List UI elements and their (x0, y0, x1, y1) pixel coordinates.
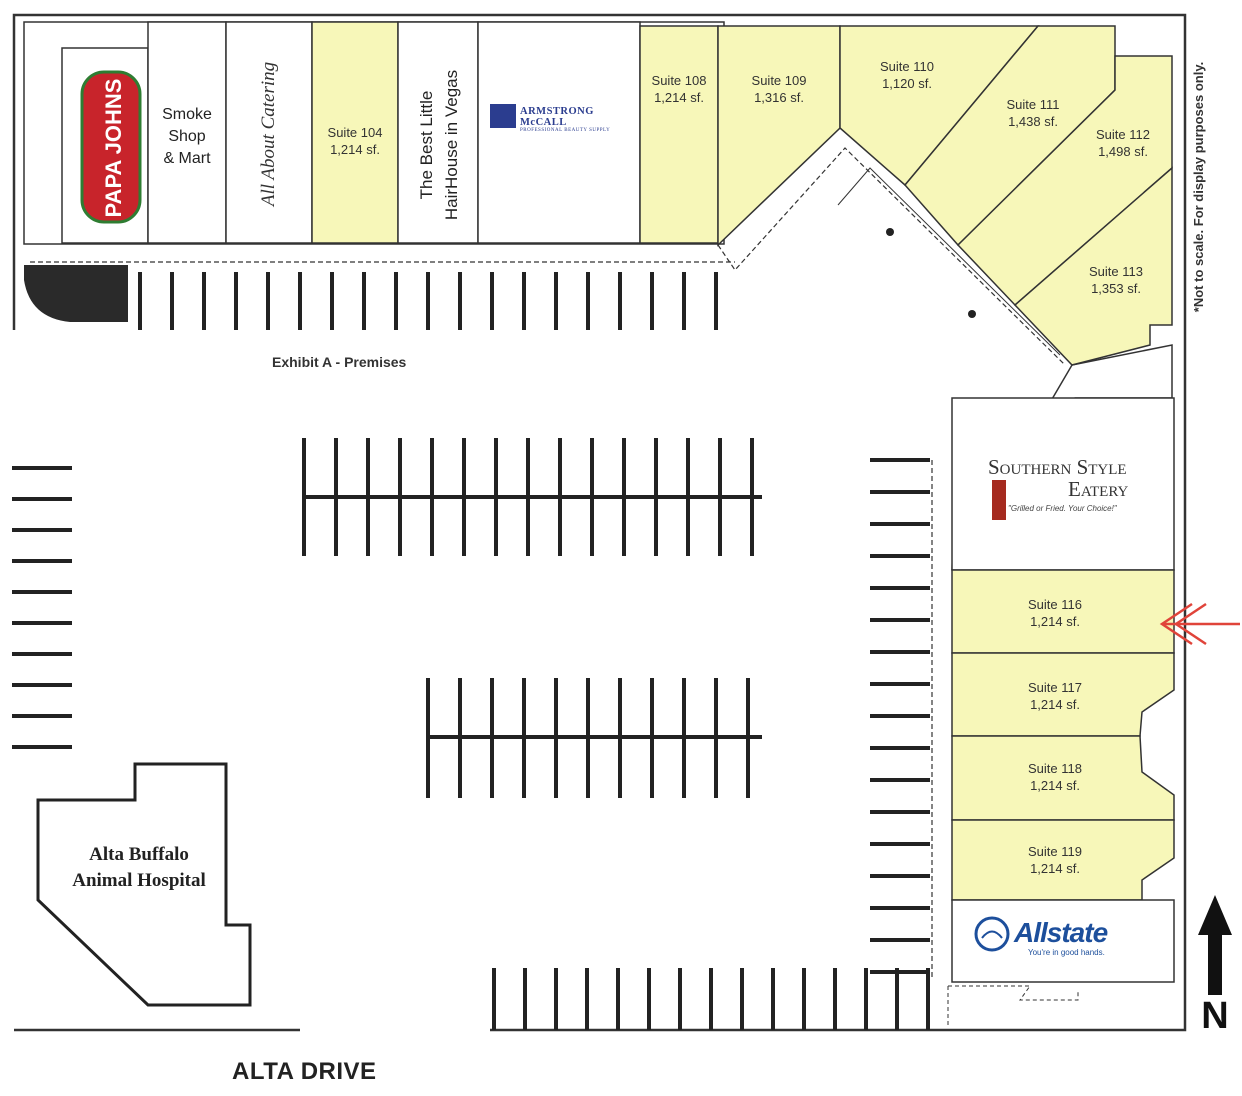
disclaimer-label: *Not to scale. For display purposes only… (1191, 47, 1209, 327)
smoke-shop-line2: Shop (168, 128, 206, 145)
suite-112-label[interactable]: Suite 112 1,498 sf. (1078, 126, 1168, 160)
papa-johns-pizza-text: PIZZA (68, 133, 79, 163)
allstate-logo: Allstate You're in good hands. (1014, 917, 1164, 958)
animal-hospital-label: Alta Buffalo Animal Hospital (55, 842, 223, 894)
southern-line2: Eatery (1068, 477, 1129, 501)
armstrong-tagline: PROFESSIONAL BEAUTY SUPPLY (520, 128, 611, 133)
hospital-line2: Animal Hospital (72, 870, 206, 891)
suite-116-space[interactable] (951, 569, 1175, 654)
courtyard-post (968, 310, 976, 318)
suite-111-label[interactable]: Suite 111 1,438 sf. (988, 96, 1078, 130)
highlight-arrow (1159, 602, 1240, 646)
suite-104-space[interactable] (311, 21, 399, 244)
armstrong-label: ARMSTRONG McCALL PROFESSIONAL BEAUTY SUP… (520, 106, 632, 133)
suite-109-name: Suite 109 (751, 73, 807, 88)
suite-113-space[interactable] (1013, 166, 1173, 366)
armstrong-space (477, 21, 641, 244)
suite-118-area: 1,214 sf. (1030, 778, 1080, 793)
suite-113-area: 1,353 sf. (1091, 281, 1141, 296)
suite-110-label[interactable]: Suite 110 1,120 sf. (862, 58, 952, 92)
suite-118-label[interactable]: Suite 118 1,214 sf. (1010, 760, 1100, 794)
suite-118-name: Suite 118 (1028, 761, 1082, 776)
suite-117-label[interactable]: Suite 117 1,214 sf. (1010, 679, 1100, 713)
suite-104-label[interactable]: Suite 104 1,214 sf. (312, 124, 398, 158)
armstrong-mccall-logo-icon (490, 104, 516, 128)
southern-style-logo: Southern Style Eatery "Grilled or Fried.… (988, 455, 1168, 520)
suite-119-area: 1,214 sf. (1030, 861, 1080, 876)
papa-johns-name: PAPA JOHNS (101, 78, 126, 218)
suite-110-area: 1,120 sf. (882, 76, 932, 91)
papa-johns-pizza: PIZZA (68, 128, 84, 168)
pointing-hand-icon (992, 480, 1006, 520)
hair-space (397, 21, 479, 244)
armstrong-brand: ARMSTRONG McCALL (520, 106, 594, 128)
suite-110-name: Suite 110 (880, 59, 934, 74)
smoke-shop-space (147, 21, 227, 244)
suite-108-name: Suite 108 (651, 73, 707, 88)
allstate-brand: Allstate (1014, 917, 1108, 948)
north-label: N (1199, 996, 1231, 1036)
exhibit-label: Exhibit A - Premises (272, 354, 406, 370)
hair-label: The Best Little HairHouse in Vegas (414, 60, 464, 230)
hair-line1: The Best Little (417, 90, 436, 200)
suite-104-area: 1,214 sf. (330, 142, 380, 157)
suite-113-name: Suite 113 (1089, 264, 1143, 279)
suite-119-name: Suite 119 (1028, 844, 1082, 859)
suite-104-name: Suite 104 (327, 125, 383, 140)
suite-113-label[interactable]: Suite 113 1,353 sf. (1070, 263, 1162, 297)
suite-119-label[interactable]: Suite 119 1,214 sf. (1010, 843, 1100, 877)
hospital-line1: Alta Buffalo (89, 844, 189, 865)
suite-109-label[interactable]: Suite 109 1,316 sf. (736, 72, 822, 106)
north-arrow-icon (1198, 895, 1232, 995)
southern-tagline: "Grilled or Fried. Your Choice!" (1008, 504, 1117, 513)
suite-111-area: 1,438 sf. (1008, 114, 1058, 129)
suite-112-area: 1,498 sf. (1098, 144, 1148, 159)
suite-109-space[interactable] (717, 25, 841, 247)
suite-108-space[interactable] (639, 25, 719, 244)
catering-label: All About Catering (258, 54, 282, 214)
disclaimer-text: *Not to scale. For display purposes only… (1191, 61, 1206, 313)
papa-johns-brand: PAPA JOHNS (96, 78, 132, 218)
property-boundary (12, 13, 1187, 1032)
courtyard-post (886, 228, 894, 236)
north-letter: N (1201, 995, 1229, 1037)
corner-landscaping (24, 265, 128, 322)
suite-109-area: 1,316 sf. (754, 90, 804, 105)
suite-116-area: 1,214 sf. (1030, 614, 1080, 629)
southern-line1: Southern Style (988, 455, 1127, 479)
suite-116-label[interactable]: Suite 116 1,214 sf. (1010, 596, 1100, 630)
ne-wing-walkway (717, 147, 1066, 366)
street-name: ALTA DRIVE (232, 1058, 377, 1085)
allstate-space (951, 899, 1175, 983)
papa-johns-logo-icon (80, 70, 142, 224)
catering-space (225, 21, 313, 244)
allstate-tagline: You're in good hands. (1028, 948, 1105, 957)
se-landscaping (947, 985, 1079, 1028)
animal-hospital-building (36, 762, 252, 1007)
exhibit-text: Exhibit A - Premises (272, 354, 407, 370)
smoke-shop-line3: & Mart (163, 150, 211, 167)
southern-style-space (951, 397, 1175, 571)
suite-108-label[interactable]: Suite 108 1,214 sf. (640, 72, 718, 106)
suite-112-name: Suite 112 (1096, 127, 1150, 142)
suite-111-name: Suite 111 (1006, 97, 1060, 112)
smoke-shop-line1: Smoke (162, 106, 212, 123)
suite-117-name: Suite 117 (1028, 680, 1082, 695)
ne-wing-walkway-inner (837, 167, 1061, 356)
suite-117-area: 1,214 sf. (1030, 697, 1080, 712)
suite-108-area: 1,214 sf. (654, 90, 704, 105)
smoke-shop-label: Smoke Shop & Mart (148, 104, 226, 170)
catering-name: All About Catering (258, 61, 279, 207)
suite-116-name: Suite 116 (1028, 597, 1082, 612)
parking-stalls (12, 272, 930, 1030)
hair-line2: HairHouse in Vegas (442, 69, 461, 221)
good-hands-icon (974, 916, 1010, 952)
street-label: ALTA DRIVE (232, 1058, 377, 1086)
